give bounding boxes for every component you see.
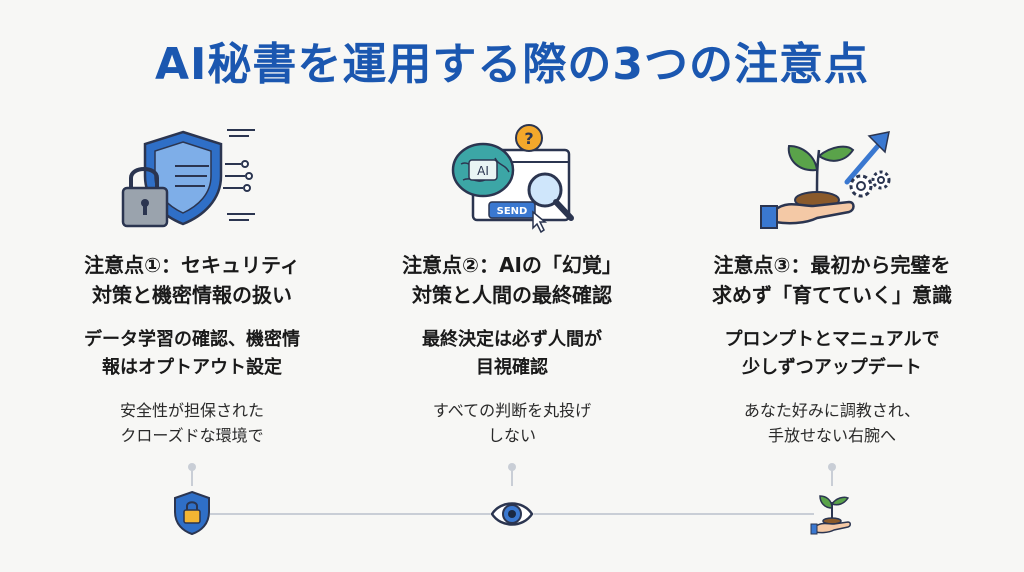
ai-label: AI (477, 164, 489, 178)
point-subheading: プロンプトとマニュアルで (724, 329, 940, 350)
point-heading: 注意点③：最初から完璧を (713, 253, 951, 277)
connector-dot (828, 463, 836, 471)
connector-line (511, 470, 513, 486)
connector-dot (508, 463, 516, 471)
point-heading: 対策と機密情報の扱い (92, 283, 292, 307)
send-label: SEND (497, 206, 528, 217)
hand-sprout-icon (810, 490, 854, 540)
point-note: すべての判断を丸投げ (432, 401, 592, 420)
point-subheading: 最終決定は必ず人間が (422, 329, 602, 350)
svg-text:?: ? (524, 129, 533, 148)
point-subheading: データ学習の確認、機密情 (84, 329, 300, 350)
hand-sprout-icon (672, 118, 992, 238)
ai-brain-magnifier-icon: AI ? SEND (352, 118, 672, 238)
point-heading: 対策と人間の最終確認 (412, 283, 612, 307)
point-subheading: 報はオプトアウト設定 (102, 357, 282, 378)
point-note: クローズドな環境で (120, 426, 264, 445)
eye-icon (489, 498, 535, 534)
connector-dot (188, 463, 196, 471)
point-note: 手放せない右腕へ (767, 426, 896, 445)
point-heading: 注意点①：セキュリティ (84, 253, 300, 277)
point-heading: 求めず「育てていく」意識 (712, 283, 952, 307)
timeline-line (210, 513, 490, 515)
connector-line (191, 470, 193, 486)
shield-lock-icon (172, 490, 212, 540)
point-subheading: 目視確認 (476, 357, 548, 378)
point-2: AI ? SEND 注意点②：AIの「幻覚」 対策と人間の最終確認 最終決定は必… (352, 118, 672, 448)
page-title: AI秘書を運用する際の3つの注意点 (154, 39, 870, 90)
point-heading: 注意点②：AIの「幻覚」 (402, 253, 622, 277)
point-note: 安全性が担保された (119, 401, 264, 420)
point-note: しない (487, 426, 536, 445)
connector-line (831, 470, 833, 486)
point-3: 注意点③：最初から完璧を 求めず「育てていく」意識 プロンプトとマニュアルで 少… (672, 118, 992, 448)
shield-lock-icon (32, 118, 352, 238)
point-subheading: 少しずつアップデート (742, 357, 922, 378)
point-note: あなた好みに調教され、 (743, 401, 921, 420)
timeline-line (534, 513, 814, 515)
point-1: 注意点①：セキュリティ 対策と機密情報の扱い データ学習の確認、機密情 報はオプ… (32, 118, 352, 448)
